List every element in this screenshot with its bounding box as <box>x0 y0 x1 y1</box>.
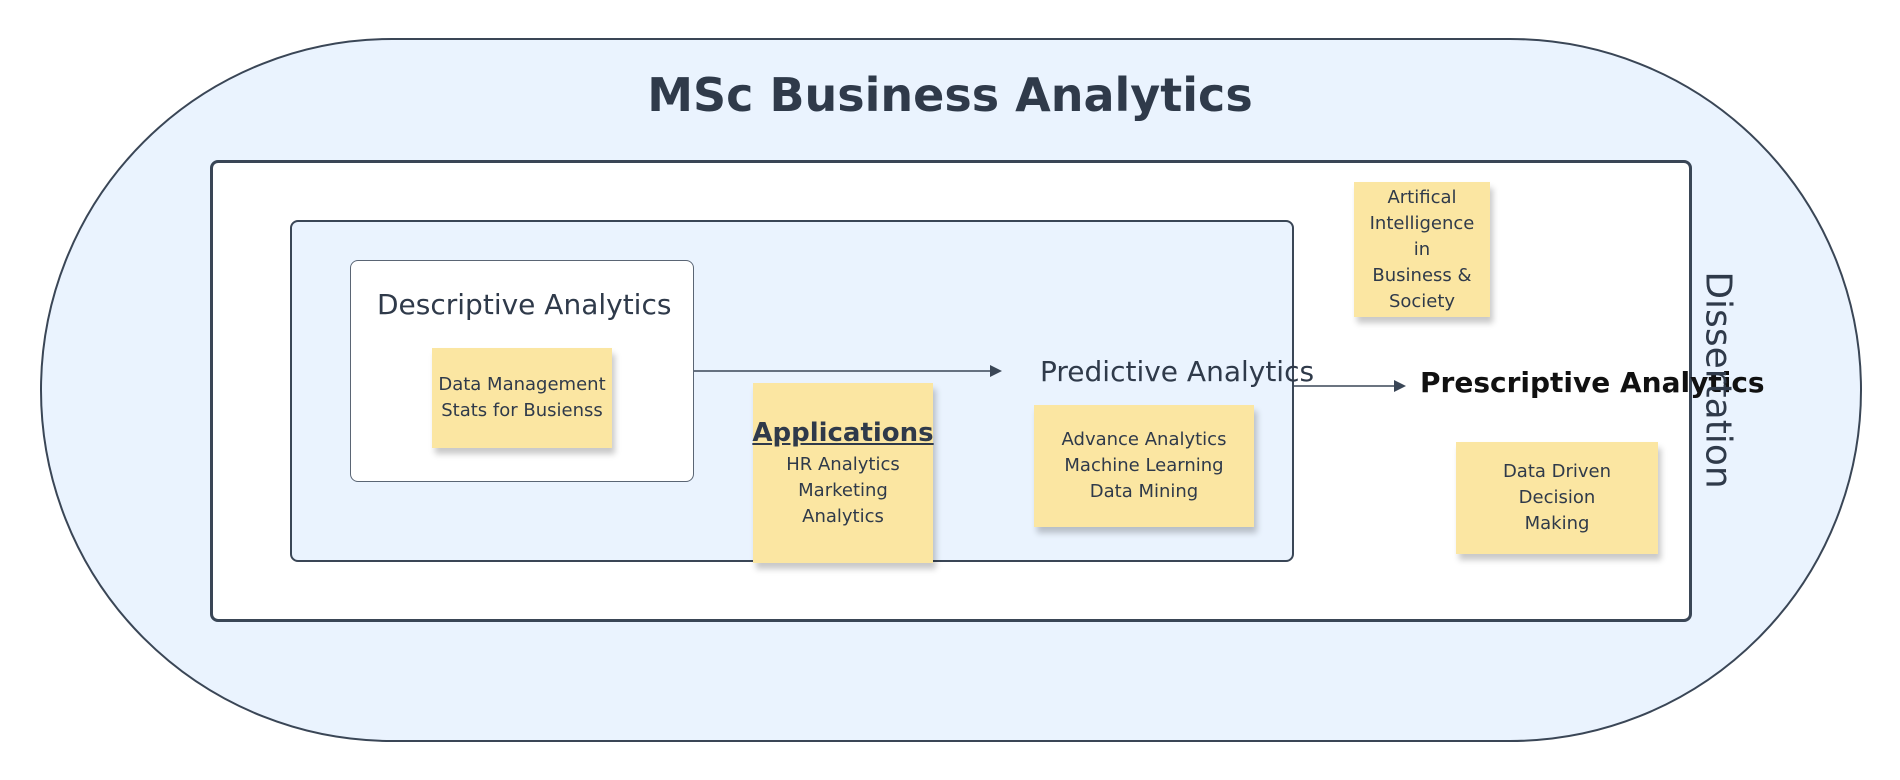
note-line: Data Management <box>438 374 606 395</box>
sticky-note-ai-business-society: Artifical Intelligence in Business & Soc… <box>1354 182 1490 317</box>
prescriptive-analytics-heading: Prescriptive Analytics <box>1420 366 1765 399</box>
note-line: Making <box>1524 513 1590 534</box>
note-line: Stats for Busienss <box>441 400 603 421</box>
predictive-analytics-heading: Predictive Analytics <box>1040 355 1315 388</box>
note-line: Advance Analytics <box>1061 429 1227 450</box>
sticky-note-advance-analytics: Advance Analytics Machine Learning Data … <box>1034 405 1254 527</box>
diagram-title: MSc Business Analytics <box>647 68 1253 122</box>
descriptive-analytics-heading: Descriptive Analytics <box>377 288 672 321</box>
note-line: Data Driven Decision <box>1502 461 1612 508</box>
note-line: HR Analytics <box>786 454 900 475</box>
note-line: Data Mining <box>1089 481 1199 502</box>
note-line: Business & <box>1372 264 1472 286</box>
sticky-note-data-management: Data Management Stats for Busienss <box>432 348 612 448</box>
note-line: Intelligence in <box>1369 212 1475 260</box>
sticky-note-data-driven-decision: Data Driven Decision Making <box>1456 442 1658 554</box>
note-line: Society <box>1388 290 1456 312</box>
applications-heading: Applications <box>752 418 934 448</box>
note-line: Artifical <box>1387 186 1457 208</box>
note-line: Machine Learning <box>1064 455 1224 476</box>
sticky-note-applications: Applications HR Analytics Marketing Anal… <box>752 383 934 563</box>
note-line: Marketing Analytics <box>798 480 888 527</box>
